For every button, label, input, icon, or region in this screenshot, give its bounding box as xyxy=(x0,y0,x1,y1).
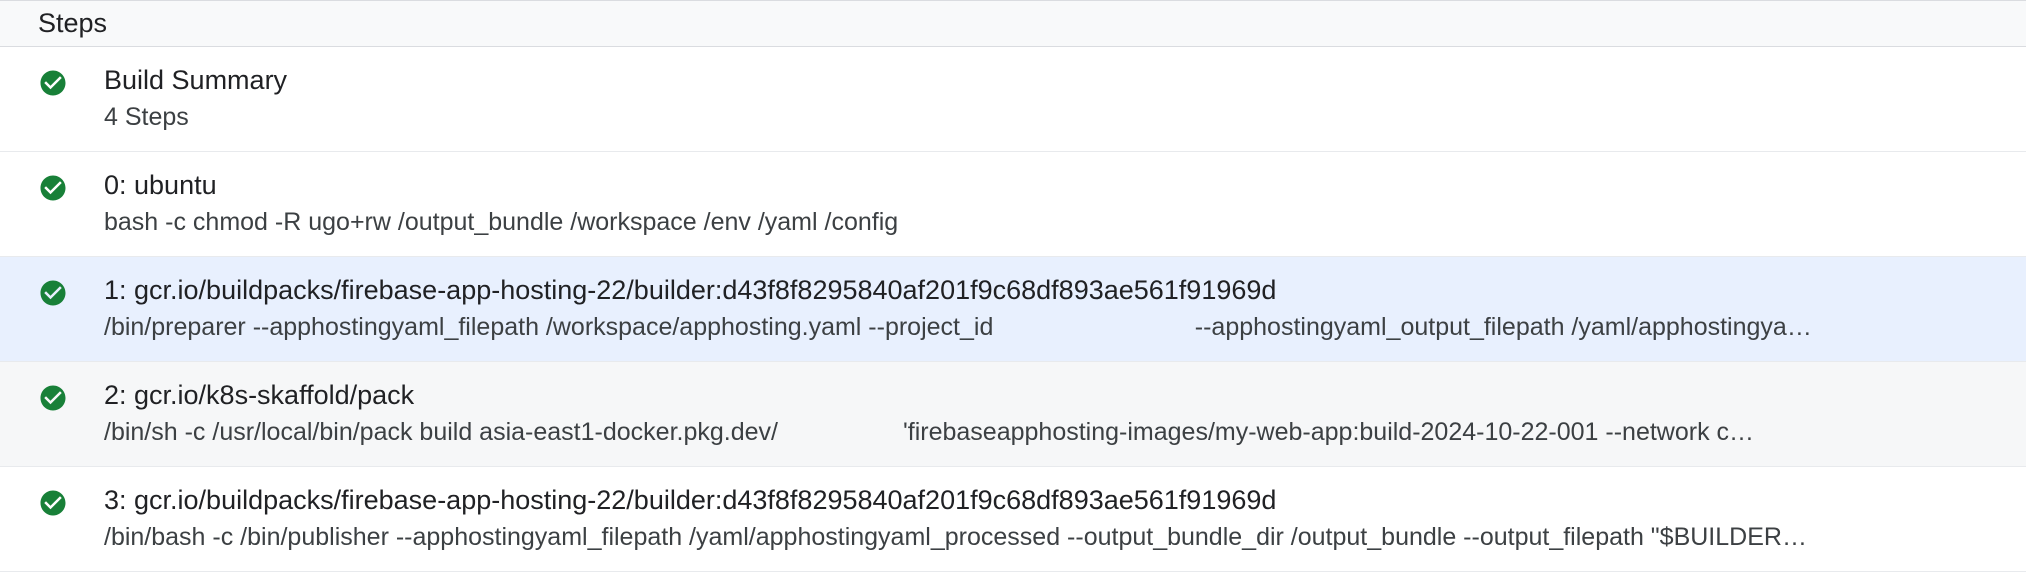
step-row-0[interactable]: Build Summary 4 Steps xyxy=(0,47,2026,152)
step-texts: Build Summary 4 Steps xyxy=(104,62,2002,135)
step-command: /bin/bash -c /bin/publisher --apphosting… xyxy=(104,523,1807,551)
step-texts: 3: gcr.io/buildpacks/firebase-app-hostin… xyxy=(104,482,2002,555)
step-title: 3: gcr.io/buildpacks/firebase-app-hostin… xyxy=(104,485,1277,515)
step-texts: 0: ubuntu bash -c chmod -R ugo+rw /outpu… xyxy=(104,167,2002,240)
step-row-3[interactable]: 2: gcr.io/k8s-skaffold/pack /bin/sh -c /… xyxy=(0,362,2026,467)
step-command: 4 Steps xyxy=(104,103,189,131)
check-circle-icon xyxy=(38,173,68,203)
step-row-2[interactable]: 1: gcr.io/buildpacks/firebase-app-hostin… xyxy=(0,257,2026,362)
check-circle-icon xyxy=(38,68,68,98)
check-circle-icon xyxy=(38,383,68,413)
step-title: 2: gcr.io/k8s-skaffold/pack xyxy=(104,380,415,410)
step-texts: 1: gcr.io/buildpacks/firebase-app-hostin… xyxy=(104,272,2002,345)
step-command: /bin/preparer --apphostingyaml_filepath … xyxy=(104,313,1812,341)
step-command: /bin/sh -c /usr/local/bin/pack build asi… xyxy=(104,418,1755,446)
step-title: Build Summary xyxy=(104,65,288,95)
check-circle-icon xyxy=(38,278,68,308)
step-row-4[interactable]: 3: gcr.io/buildpacks/firebase-app-hostin… xyxy=(0,467,2026,572)
step-title: 0: ubuntu xyxy=(104,170,217,200)
steps-header-title: Steps xyxy=(38,8,108,38)
step-title: 1: gcr.io/buildpacks/firebase-app-hostin… xyxy=(104,275,1277,305)
check-circle-icon xyxy=(38,488,68,518)
step-texts: 2: gcr.io/k8s-skaffold/pack /bin/sh -c /… xyxy=(104,377,2002,450)
steps-header: Steps xyxy=(0,1,2026,47)
step-row-1[interactable]: 0: ubuntu bash -c chmod -R ugo+rw /outpu… xyxy=(0,152,2026,257)
step-command: bash -c chmod -R ugo+rw /output_bundle /… xyxy=(104,208,899,236)
steps-list: Build Summary 4 Steps 0: ubuntu bash -c … xyxy=(0,47,2026,572)
